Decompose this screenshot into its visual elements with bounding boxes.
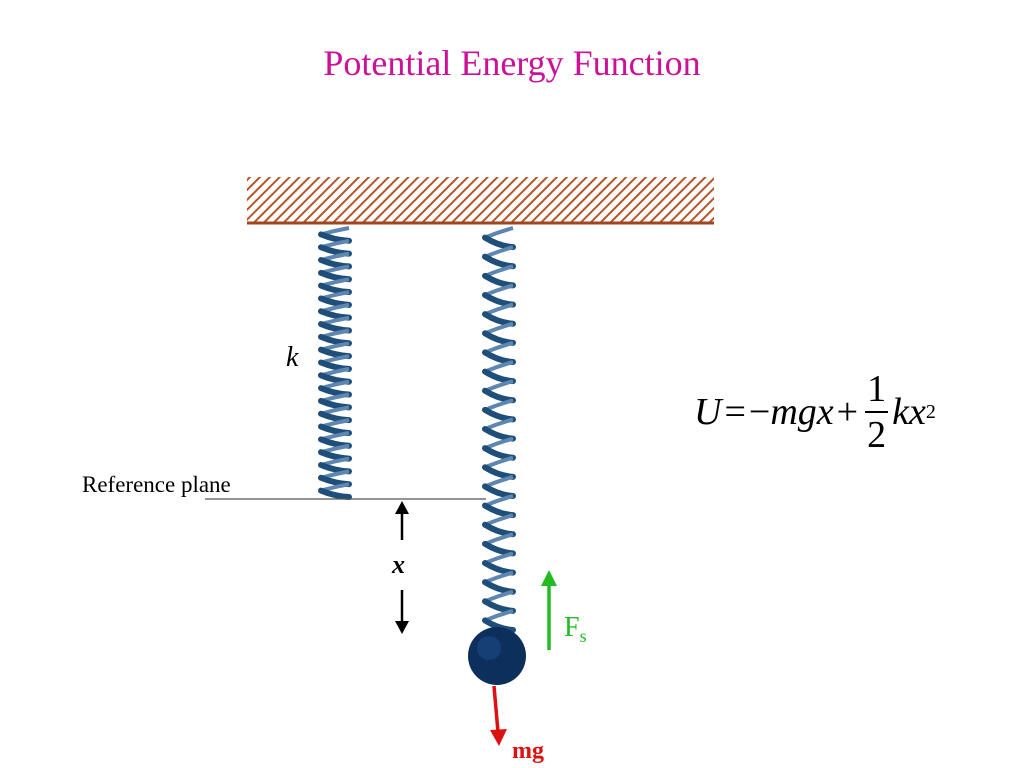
spring-coil-back (484, 494, 514, 508)
spring-coil-back (484, 513, 514, 527)
spring-coil-front (482, 426, 516, 442)
displacement-label: x (392, 550, 405, 579)
displacement-up-arrow (395, 501, 409, 540)
spring-coil-back (484, 283, 514, 297)
spring-unstretched (318, 226, 352, 500)
spring-coil-front (482, 483, 516, 499)
spring-coil-front (482, 560, 516, 576)
spring-coil-back (484, 245, 514, 259)
spring-coil-back (484, 360, 514, 374)
spring-coil-front (482, 502, 516, 519)
spring-constant-label: k (286, 342, 299, 373)
eq-lhs: U (694, 391, 722, 433)
hanging-mass (468, 627, 526, 685)
spring-coil-front (482, 330, 516, 346)
spring-coil-back (484, 417, 514, 431)
eq-plus: + (836, 391, 859, 433)
eq-exponent: 2 (925, 400, 936, 423)
spring-coil-front (482, 579, 516, 595)
spring-coil-front (482, 272, 516, 289)
spring-coil-back (484, 379, 514, 393)
spring-coil-back (484, 302, 514, 316)
spring-coil-front (482, 349, 516, 365)
eq-minus: − (748, 391, 771, 433)
ceiling (247, 177, 714, 225)
spring-coil-back (484, 589, 514, 604)
spring-coil-back (484, 455, 514, 470)
spring-force-symbol: F (564, 612, 580, 643)
spring-coil-front (482, 464, 516, 480)
spring-coil-front (482, 368, 516, 385)
spring-coil-back (484, 321, 514, 336)
eq-fraction-numerator: 1 (865, 370, 889, 413)
spring-coil-back (484, 608, 514, 623)
spring-coil-back (484, 436, 514, 450)
spring-coil-back (484, 570, 514, 584)
page-title: Potential Energy Function (323, 43, 701, 83)
weight-label: mg (512, 738, 544, 764)
spring-force-arrow (541, 570, 557, 650)
spring-force-subscript: s (579, 626, 587, 646)
spring-coil-front (482, 234, 516, 251)
spring-coil-back (484, 398, 514, 412)
weight-arrow (490, 685, 507, 746)
eq-equals: = (724, 391, 746, 433)
spring-coil-front (482, 540, 516, 557)
eq-term1: mgx (770, 391, 834, 433)
spring-coil-back (484, 551, 514, 565)
spring-coil-back (484, 474, 514, 489)
eq-fraction: 1 2 (865, 370, 889, 456)
spring-coil-back (484, 340, 514, 355)
spring-coil-front (482, 292, 516, 308)
spring-coil-front (482, 521, 516, 538)
spring-coil-back (484, 532, 514, 546)
eq-term2: kx (892, 391, 926, 433)
spring-coil-front (482, 253, 516, 270)
spring-coil-front (482, 387, 516, 404)
spring-coil-front (318, 487, 352, 500)
displacement-down-arrow (395, 590, 409, 634)
reference-plane-label: Reference plane (82, 472, 231, 497)
spring-force-label: Fs (564, 612, 587, 647)
spring-coil-back (484, 264, 514, 278)
spring-coil-front (482, 406, 516, 423)
spring-coil-front (482, 445, 516, 461)
spring-stretched (482, 226, 516, 633)
spring-coil-back (484, 226, 514, 240)
spring-coil-front (482, 598, 516, 614)
spring-coil-front (482, 311, 516, 327)
eq-fraction-denominator: 2 (867, 414, 887, 456)
